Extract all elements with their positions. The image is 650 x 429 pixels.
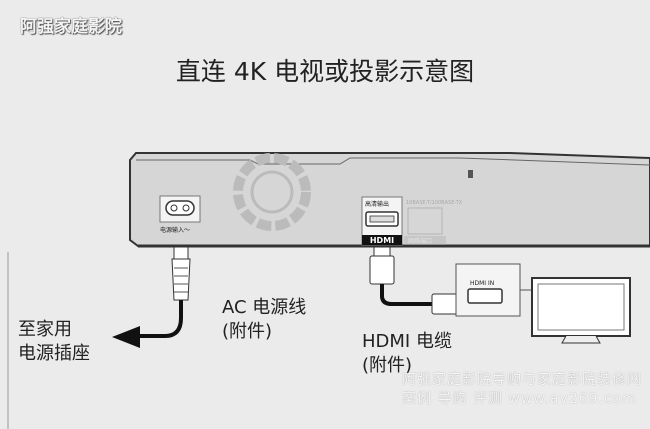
page-title: 直连 4K 电视或投影示意图 xyxy=(175,57,475,86)
arrow-left-icon xyxy=(112,326,140,348)
ac-cable-label: AC 电源线 (附件) xyxy=(222,296,306,344)
power-port-label: 电源输入～ xyxy=(160,226,190,234)
hdmi-cable-label: HDMI 电缆 (附件) xyxy=(362,330,452,378)
outlet-label: 至家用 电源插座 xyxy=(18,318,90,366)
tv: HDMI IN xyxy=(455,263,631,344)
outlet-line1: 至家用 xyxy=(18,319,72,340)
hdmi-cable-note: (附件) xyxy=(362,355,413,376)
lan-port: 10BASE-T/100BASE-TX 网络端口 xyxy=(404,200,463,245)
watermark-line1: 阿强家庭影院导购与家庭影院装修网 xyxy=(402,372,642,388)
hdmi-port-label: 高清输出 xyxy=(365,200,389,208)
hdmi-cable-name: HDMI 电缆 xyxy=(362,331,452,352)
ac-cable-name: AC 电源线 xyxy=(222,297,307,318)
power-input-port: 电源输入～ xyxy=(159,195,201,234)
watermark: 阿强家庭影院导购与家庭影院装修网 案例 导购 评测 www.av269.com xyxy=(402,371,642,409)
hdmi-logo: HDMI xyxy=(370,236,394,245)
hdmi-output-port: 高清输出 HDMI xyxy=(361,196,403,246)
site-logo: 阿强家庭影院 xyxy=(20,17,122,37)
tv-hdmi-in-label: HDMI IN xyxy=(470,280,494,287)
lan-port-label: 网络端口 xyxy=(408,237,432,245)
watermark-line2: 案例 导购 评测 www.av269.com xyxy=(402,391,637,407)
outlet-line2: 电源插座 xyxy=(18,343,90,364)
fan-grille xyxy=(233,153,311,231)
ac-power-cable xyxy=(112,246,191,348)
hdmi-cable xyxy=(369,246,471,315)
lan-spec: 10BASE-T/100BASE-TX xyxy=(406,200,463,206)
ac-cable-note: (附件) xyxy=(222,321,273,342)
